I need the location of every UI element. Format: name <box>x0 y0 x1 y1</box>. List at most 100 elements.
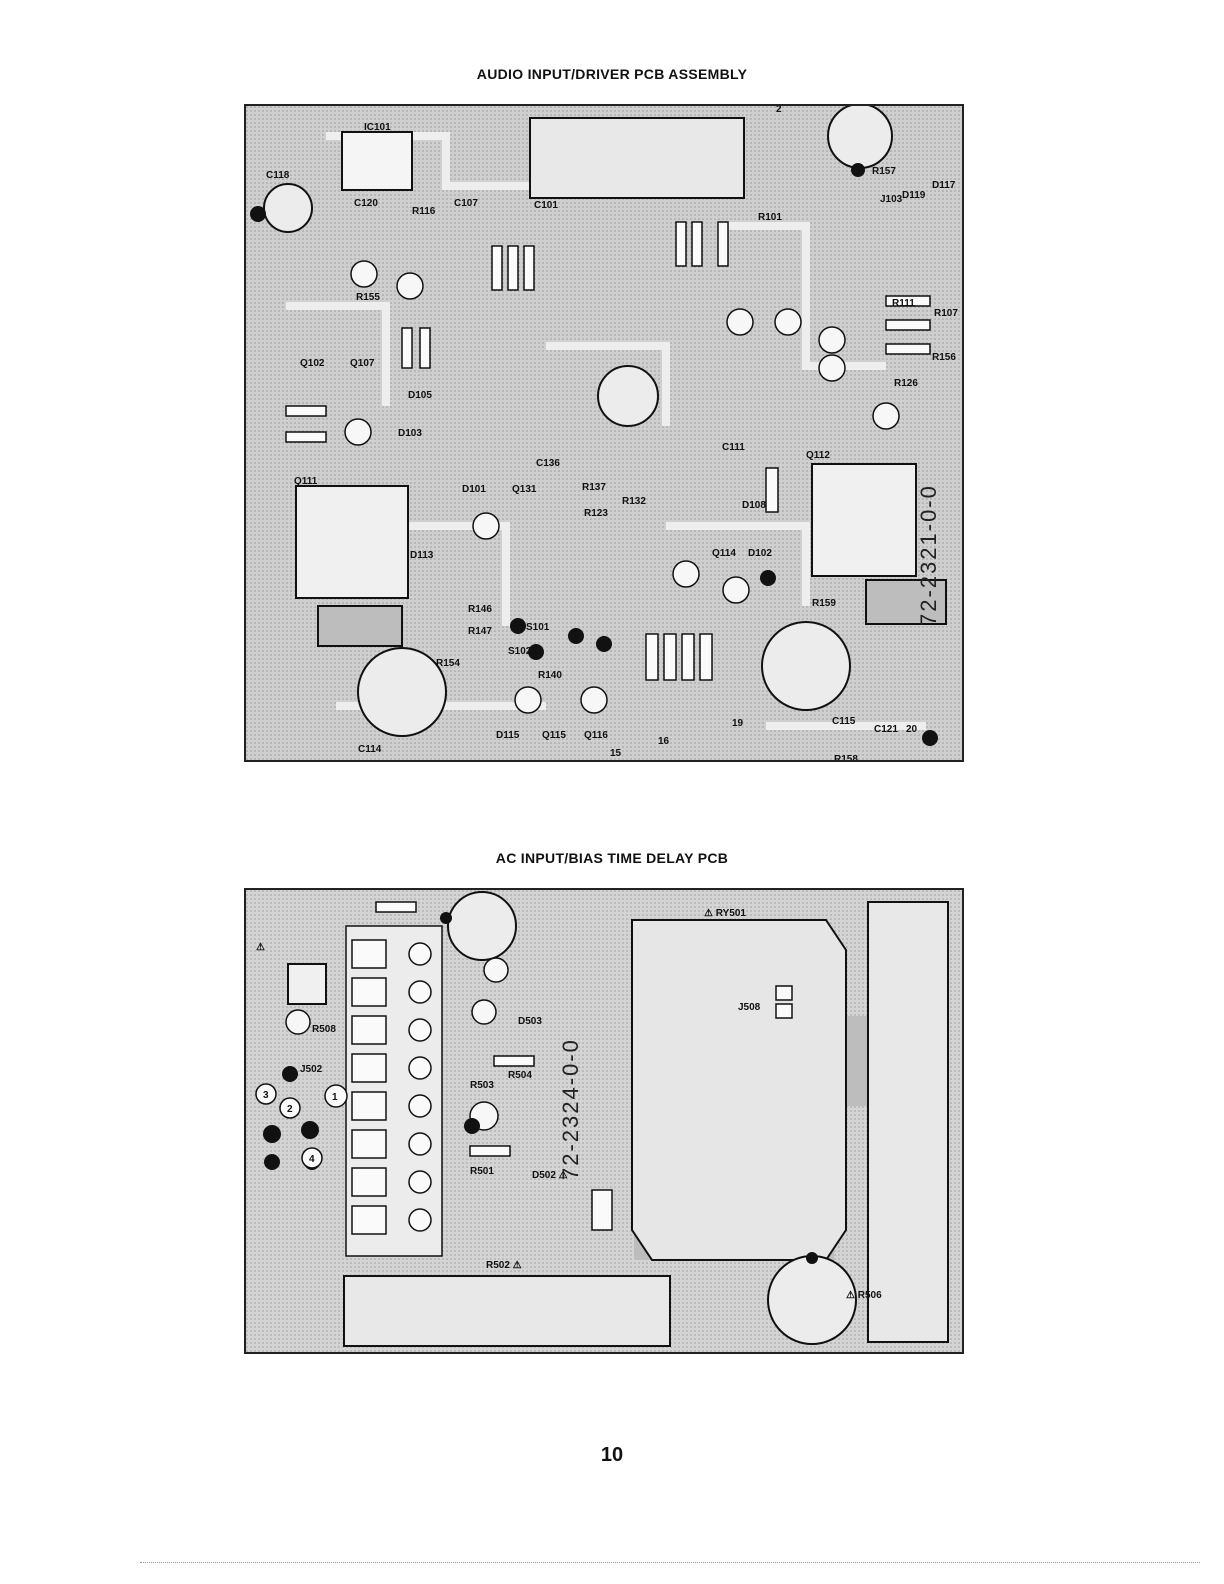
label-d119: D119 <box>902 190 926 201</box>
page-number: 10 <box>600 1444 624 1466</box>
label-q115: Q115 <box>542 730 566 741</box>
pin-3-label: 3 <box>263 1090 269 1101</box>
transistor-q112-heatsink <box>811 463 917 577</box>
label-r157: R157 <box>872 166 896 177</box>
pcb-ac-input-bias-drawing: 1 2 3 4 ⚠ RY501 J508 R508 J502 R503 R504… <box>246 890 962 1352</box>
label-r501: R501 <box>470 1166 494 1177</box>
pcb-audio-input-driver: IC101 C118 C120 R116 C107 C101 R157 D119… <box>244 104 964 762</box>
label-r137: R137 <box>582 482 606 493</box>
label-c111: C111 <box>722 442 745 453</box>
label-r146: R146 <box>468 604 492 615</box>
label-j508: J508 <box>738 1002 761 1013</box>
label-r132: R132 <box>622 496 646 507</box>
label-d108: D108 <box>742 500 766 511</box>
capacitor-c501 <box>767 1255 857 1345</box>
section-title-ac-input-bias: AC INPUT/BIAS TIME DELAY PCB <box>495 850 729 866</box>
regulator-q501 <box>287 963 327 1005</box>
terminal-strip-j501 <box>345 925 443 1257</box>
label-r508: R508 <box>312 1024 336 1035</box>
label-pin-20: 20 <box>906 724 918 735</box>
top-connector-outline <box>529 117 745 199</box>
label-c136: C136 <box>536 458 560 469</box>
label-r147: R147 <box>468 626 492 637</box>
right-heatsink-strip <box>867 901 949 1343</box>
capacitor-c115 <box>761 621 851 711</box>
label-c114: C114 <box>358 744 382 755</box>
label-r503: R503 <box>470 1080 494 1091</box>
label-c115: C115 <box>832 716 856 727</box>
label-c121: C121 <box>874 724 898 735</box>
jumper-j508-a <box>775 985 793 1001</box>
pin-1-label: 1 <box>332 1092 338 1103</box>
label-d103: D103 <box>398 428 422 439</box>
capacitor-c119 <box>827 106 893 169</box>
pcb-audio-input-driver-drawing: IC101 C118 C120 R116 C107 C101 R157 D119… <box>246 106 962 760</box>
label-d113: D113 <box>410 550 434 561</box>
label-r502: R502 ⚠ <box>486 1260 522 1271</box>
board-part-number-bottom: 72-2324-0-0 <box>558 1038 583 1180</box>
footer-dotted-rule <box>140 1562 1200 1563</box>
label-d105: D105 <box>408 390 432 401</box>
label-pin-19: 19 <box>732 718 744 729</box>
label-q131: Q131 <box>512 484 537 495</box>
label-q102: Q102 <box>300 358 325 369</box>
jumper-j508-b <box>775 1003 793 1019</box>
label-r101: R101 <box>758 212 782 223</box>
jumper-j504 <box>591 1189 613 1231</box>
pcb-ac-input-bias-time-delay: 1 2 3 4 ⚠ RY501 J508 R508 J502 R503 R504… <box>244 888 964 1354</box>
label-q116: Q116 <box>584 730 608 741</box>
relay-ry501-outline <box>631 919 847 1261</box>
label-r504: R504 <box>508 1070 532 1081</box>
resistor-r507 <box>375 901 417 913</box>
label-d117: D117 <box>932 180 956 191</box>
label-d502: D502 ⚠ <box>532 1170 568 1181</box>
capacitor-c118 <box>263 183 313 233</box>
label-r126: R126 <box>894 378 918 389</box>
label-pin-15: 15 <box>610 748 622 759</box>
label-q112: Q112 <box>806 450 830 461</box>
label-r159: R159 <box>812 598 836 609</box>
label-j103: J103 <box>880 194 903 205</box>
label-r156: R156 <box>932 352 956 363</box>
label-pin-16: 16 <box>658 736 670 747</box>
label-c120: C120 <box>354 198 378 209</box>
resistor-r502-body <box>343 1275 671 1347</box>
label-r158: R158 <box>834 754 858 760</box>
label-q107: Q107 <box>350 358 375 369</box>
label-s102: S102 <box>508 646 532 657</box>
pin-markers <box>255 1083 348 1169</box>
label-j502: J502 <box>300 1064 323 1075</box>
pin-2-label: 2 <box>287 1104 293 1115</box>
label-q111: Q111 <box>294 476 318 487</box>
resistor-array <box>285 221 931 681</box>
label-d503: D503 <box>518 1016 542 1027</box>
small-transistors <box>344 260 900 714</box>
label-r107: R107 <box>934 308 958 319</box>
label-ic101: IC101 <box>364 122 391 133</box>
label-c118: C118 <box>266 170 290 181</box>
label-d115: D115 <box>496 730 520 741</box>
section-title-audio-input-driver: AUDIO INPUT/DRIVER PCB ASSEMBLY <box>476 66 748 82</box>
label-r154: R154 <box>436 658 460 669</box>
transistor-q111-heatsink <box>295 485 409 599</box>
label-d102: D102 <box>748 548 772 559</box>
connector-l1 <box>317 605 403 647</box>
label-r140: R140 <box>538 670 562 681</box>
label-r111: R111 <box>892 298 915 309</box>
ic101-outline <box>341 131 413 191</box>
resistor-r501 <box>469 1145 511 1157</box>
label-r506: ⚠ R506 <box>846 1290 882 1301</box>
connector-right <box>865 579 947 625</box>
pin-4-label: 4 <box>309 1154 315 1165</box>
solder-pads <box>250 163 938 746</box>
label-c101: C101 <box>534 200 558 211</box>
label-warning-q501: ⚠ <box>256 942 265 953</box>
label-r123: R123 <box>584 508 608 519</box>
label-r155: R155 <box>356 292 380 303</box>
label-q114: Q114 <box>712 548 736 559</box>
label-d101: D101 <box>462 484 486 495</box>
board-part-number-top: 72-2321-0-0 <box>916 484 941 626</box>
label-r116: R116 <box>412 206 436 217</box>
capacitor-c504 <box>447 891 517 961</box>
label-pin-2: 2 <box>776 106 782 115</box>
